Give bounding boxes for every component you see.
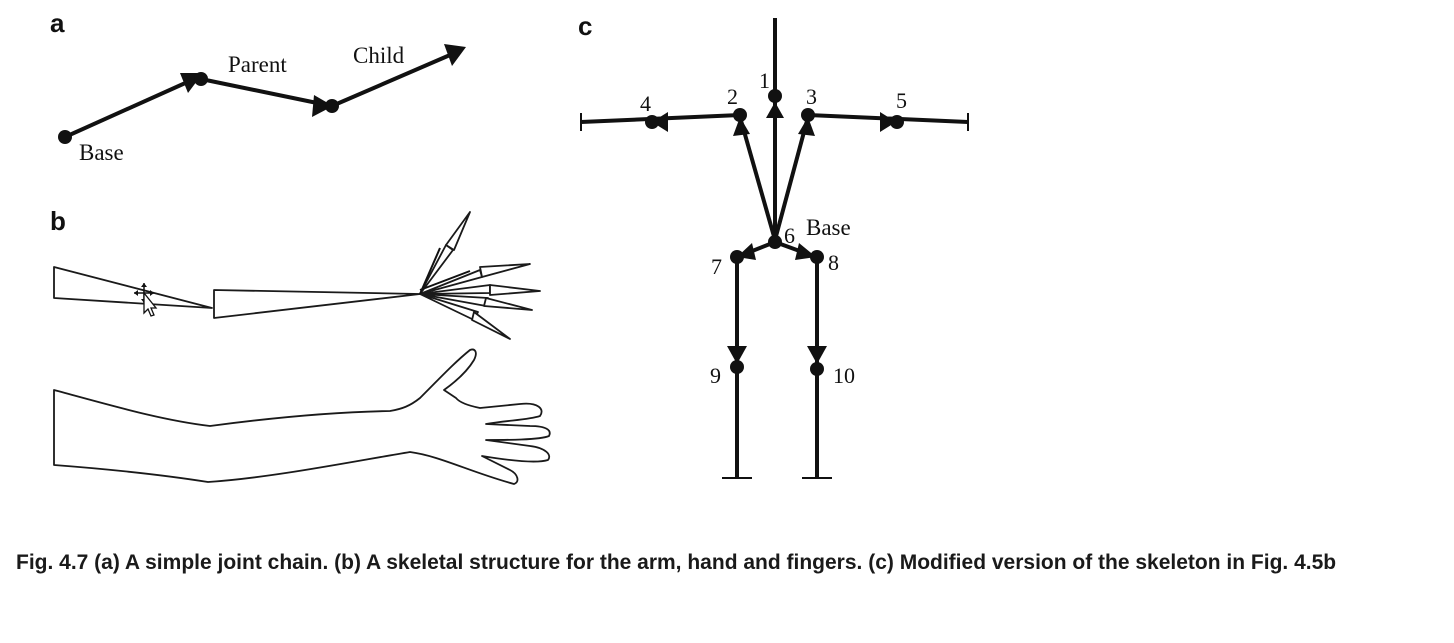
joint-8 [810,250,824,264]
chain-bone-child-tip [331,53,451,108]
base-label: Base [79,140,124,165]
right-arm-arrow [880,112,896,132]
finger-tip-1 [479,263,531,278]
joint-3 [801,108,815,122]
finger-tip-4 [471,311,511,340]
right-shoulder-bone [773,116,810,241]
move-arrow-cursor-icon [134,283,158,317]
arm-outline [53,348,551,485]
arm-skeleton [53,211,541,340]
joint-label-10: 10 [833,363,855,388]
right-leg-arrow [807,346,827,364]
panel-c: c [578,11,969,479]
base-label-c: Base [806,215,851,240]
parent-label: Parent [228,52,287,77]
panel-a-label: a [50,8,65,38]
chain-arrow-2 [312,95,333,117]
thumb-line [419,247,441,295]
upper-arm-bone [53,266,213,309]
joint-9 [730,360,744,374]
finger-tip-3 [483,297,533,311]
panel-b-label: b [50,206,66,236]
forearm-bone [213,289,421,319]
joint-4 [645,115,659,129]
joint-label-1: 1 [759,68,770,93]
joint-label-2: 2 [727,84,738,109]
chain-bone-parent-child [200,77,323,106]
joint-label-9: 9 [710,363,721,388]
parent-joint [194,72,208,86]
joint-2 [733,108,747,122]
child-label: Child [353,43,405,68]
base-joint [58,130,72,144]
left-leg-arrow [727,346,747,364]
joint-6 [768,235,782,249]
joint-label-6: 6 [784,223,795,248]
child-joint [325,99,339,113]
joint-7 [730,250,744,264]
panel-a: a Base Parent Child [50,8,466,165]
joint-label-4: 4 [640,91,651,116]
joint-1 [768,89,782,103]
left-shoulder-bone [738,116,777,241]
joint-10 [810,362,824,376]
left-shoulder-arrow [733,117,750,136]
finger-line [419,270,471,291]
left-arm-arrow [652,112,668,132]
joint-label-5: 5 [896,88,907,113]
right-shoulder-arrow [798,117,815,136]
finger-tip-2 [489,284,541,296]
spine-arrow [766,102,784,118]
figure-caption: Fig. 4.7 (a) A simple joint chain. (b) A… [16,551,1337,574]
joint-label-3: 3 [806,84,817,109]
panel-c-label: c [578,11,592,41]
joint-label-8: 8 [828,250,839,275]
thumb-bone-2 [445,211,471,251]
chain-bone-base-parent [64,78,193,139]
joint-5 [890,115,904,129]
chain-arrow-3 [444,44,466,66]
panel-b: b [50,206,551,485]
joint-label-7: 7 [711,254,722,279]
